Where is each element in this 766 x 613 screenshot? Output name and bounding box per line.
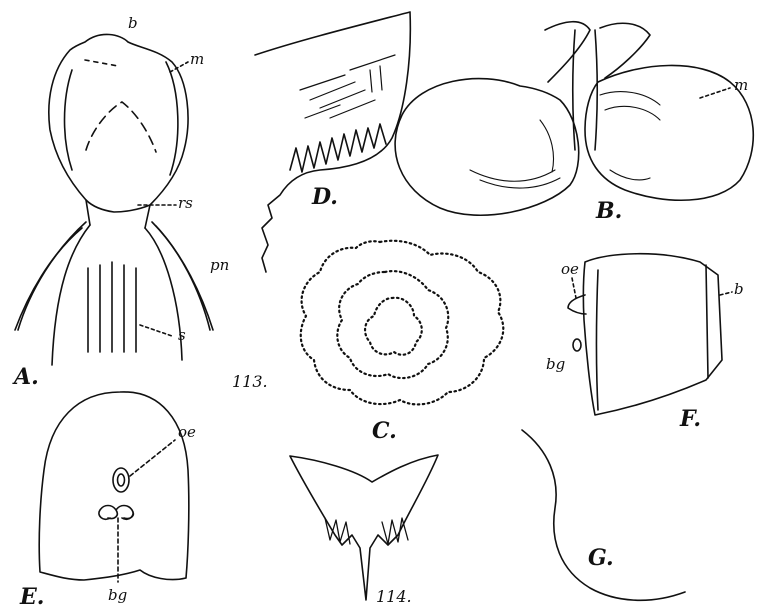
figure-e-oe-inner xyxy=(118,474,125,486)
figure-a-outer-curve-left xyxy=(18,222,86,330)
figure-b-shade-right xyxy=(600,92,660,180)
figure-b-right-ball xyxy=(585,65,753,200)
figure-letter-e: E. xyxy=(20,586,44,608)
figure-a-neck-right xyxy=(145,205,150,228)
figure-letter-g: G. xyxy=(588,547,614,569)
label-e-bg: bg xyxy=(108,588,127,603)
figure-letter-a: A. xyxy=(14,366,39,388)
figure-f-drawing xyxy=(568,254,732,415)
figure-a-tube-right xyxy=(145,228,182,360)
figure-c-outer xyxy=(301,241,504,405)
figure-g-drawing xyxy=(522,430,685,600)
figure-letter-d: D. xyxy=(312,186,338,208)
figure-a-inner-dashed xyxy=(86,102,156,152)
figure-114-outline xyxy=(290,455,438,600)
figure-d-teeth xyxy=(290,124,386,172)
figure-a-outer-curve-left-2 xyxy=(15,228,82,330)
figure-c-middle xyxy=(337,271,448,378)
figure-b-leader-m xyxy=(700,88,730,98)
figure-f-outline xyxy=(583,254,722,415)
figure-c-inner xyxy=(365,298,422,355)
figure-b-stem-right xyxy=(595,30,597,150)
figure-a-outer-curve-right-2 xyxy=(156,226,213,330)
figure-f-leader-b xyxy=(720,292,732,295)
figure-c-drawing xyxy=(301,241,504,405)
figure-g-curve xyxy=(522,430,685,600)
label-a-b: b xyxy=(128,16,138,31)
plate-number-113: 113. xyxy=(232,374,268,390)
figure-f-leader-oe xyxy=(572,278,576,298)
figure-b-stem-left xyxy=(573,30,575,150)
figure-f-inner-edge xyxy=(597,270,599,410)
figure-b-drawing xyxy=(395,22,753,216)
figure-letter-c: C. xyxy=(372,420,397,442)
figure-a-leader-s xyxy=(140,325,172,336)
figure-b-upper-right xyxy=(600,23,650,78)
label-a-m: m xyxy=(190,52,204,67)
label-f-oe: oe xyxy=(561,262,579,277)
label-f-bg: bg xyxy=(546,357,565,372)
figure-b-left-ball xyxy=(395,79,579,216)
figure-e-bg-shape xyxy=(99,506,133,520)
label-a-s: s xyxy=(178,328,186,343)
figure-letter-b: B. xyxy=(596,200,622,222)
figure-e-drawing xyxy=(39,392,189,582)
figure-114-drawing xyxy=(290,455,438,600)
figure-a-right-muscle xyxy=(166,62,178,175)
figure-e-leader-oe xyxy=(130,440,175,476)
label-a-pn: pn xyxy=(210,258,229,273)
label-b-m: m xyxy=(734,78,748,93)
figure-e-oe-outer xyxy=(113,468,129,492)
label-a-rs: rs xyxy=(178,196,193,211)
figure-a-left-muscle xyxy=(65,70,73,170)
figure-b-upper-left xyxy=(545,22,590,82)
figure-f-right-band xyxy=(706,265,708,378)
figure-d-hatch xyxy=(300,55,395,118)
figure-a-bulb xyxy=(49,34,188,212)
figure-b-shade-left xyxy=(470,120,560,188)
label-e-oe: oe xyxy=(178,425,196,440)
figure-d-drawing xyxy=(255,12,410,272)
figure-d-lines xyxy=(370,66,382,92)
figure-a-outer-curve-right xyxy=(152,222,210,330)
label-f-b: b xyxy=(734,282,744,297)
figure-f-bg-oval xyxy=(573,339,581,351)
figure-a-top-dashed xyxy=(85,60,118,66)
figure-a-tube-left xyxy=(52,225,90,365)
figure-letter-f: F. xyxy=(680,408,701,430)
plate-number-114: 114. xyxy=(376,589,412,605)
